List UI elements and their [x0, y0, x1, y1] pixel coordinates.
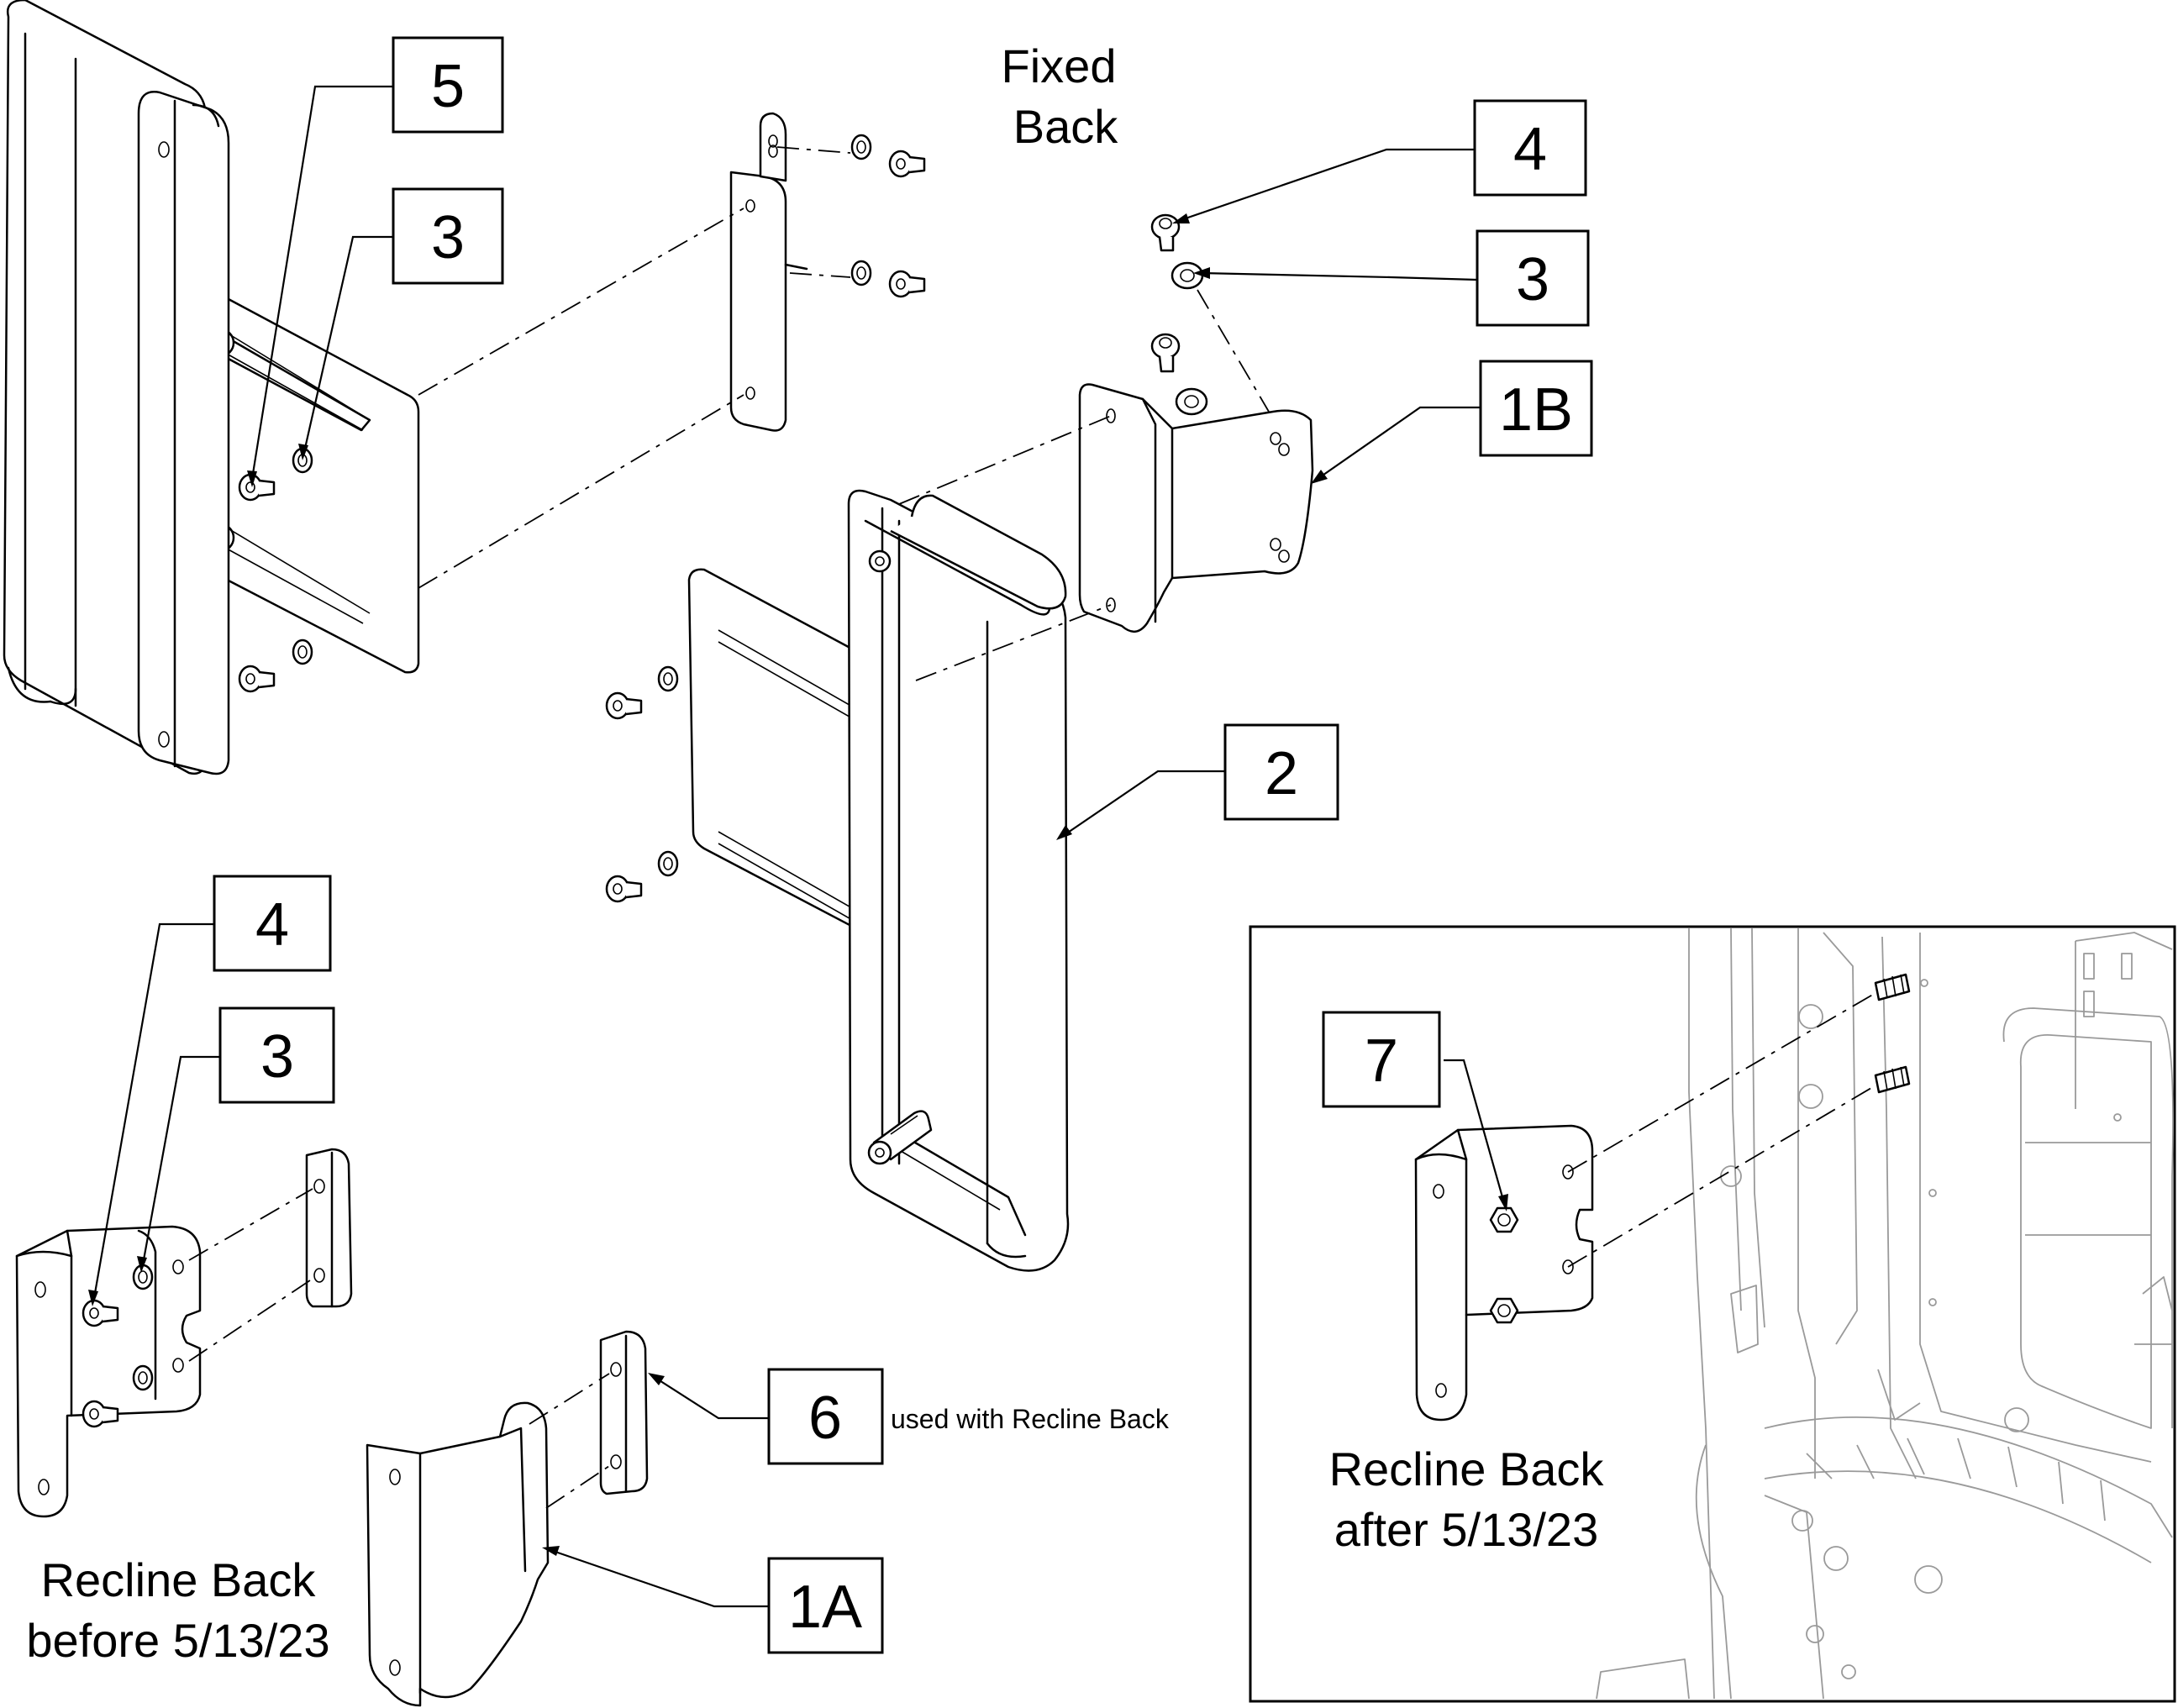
svg-text:7: 7: [1365, 1027, 1398, 1095]
center-back-assembly: [605, 489, 1070, 1272]
callout-2: 2: [1223, 723, 1339, 821]
svg-text:4: 4: [255, 891, 289, 959]
fixed-back-left-assembly: [3, 0, 420, 775]
caption-recline-after-line2: after 5/13/23: [1334, 1503, 1598, 1556]
caption-recline-after-line1: Recline Back: [1329, 1443, 1605, 1495]
part6-note: used with Recline Back: [891, 1404, 1170, 1434]
callout-6: 6: [767, 1368, 884, 1465]
caption-fixed-back-line2: Back: [1013, 100, 1118, 153]
spacer-6: [599, 1330, 649, 1495]
callout-5: 5: [392, 36, 504, 134]
svg-text:4: 4: [1513, 116, 1547, 183]
recline-after-bracket: [1414, 973, 1911, 1422]
threaded-stud: [1874, 1065, 1911, 1094]
svg-text:6: 6: [808, 1385, 842, 1452]
callout-3-top: 3: [392, 187, 504, 285]
callout-7: 7: [1322, 1011, 1441, 1108]
svg-text:1A: 1A: [788, 1574, 862, 1641]
callout-3-right: 3: [1476, 229, 1590, 327]
svg-text:2: 2: [1265, 740, 1298, 807]
bolt-cap: [1150, 333, 1181, 373]
caption-recline-before-line2: before 5/13/23: [26, 1614, 329, 1667]
svg-text:3: 3: [431, 204, 465, 271]
callout-3-left: 3: [218, 1006, 335, 1104]
bracket-1A: [366, 1401, 550, 1707]
svg-text:3: 3: [260, 1023, 294, 1090]
bolt-cap: [1150, 213, 1181, 252]
leader-lines: [88, 85, 1508, 1608]
svg-text:1B: 1B: [1499, 376, 1573, 444]
recline-before-assembly: [15, 1148, 353, 1518]
svg-text:3: 3: [1516, 246, 1549, 313]
callout-4-right: 4: [1473, 99, 1587, 197]
fixed-back-side-bracket: [729, 112, 926, 432]
callout-1A: 1A: [767, 1557, 884, 1654]
caption-recline-before-line1: Recline Back: [41, 1553, 317, 1606]
callout-4-left: 4: [213, 875, 332, 972]
svg-text:5: 5: [431, 53, 465, 120]
callout-1B: 1B: [1479, 360, 1593, 457]
bracket-1B: [1078, 213, 1314, 633]
threaded-stud: [1874, 973, 1911, 1001]
caption-fixed-back-line1: Fixed: [1002, 39, 1117, 92]
ghost-chair-frame: [1596, 928, 2174, 1700]
